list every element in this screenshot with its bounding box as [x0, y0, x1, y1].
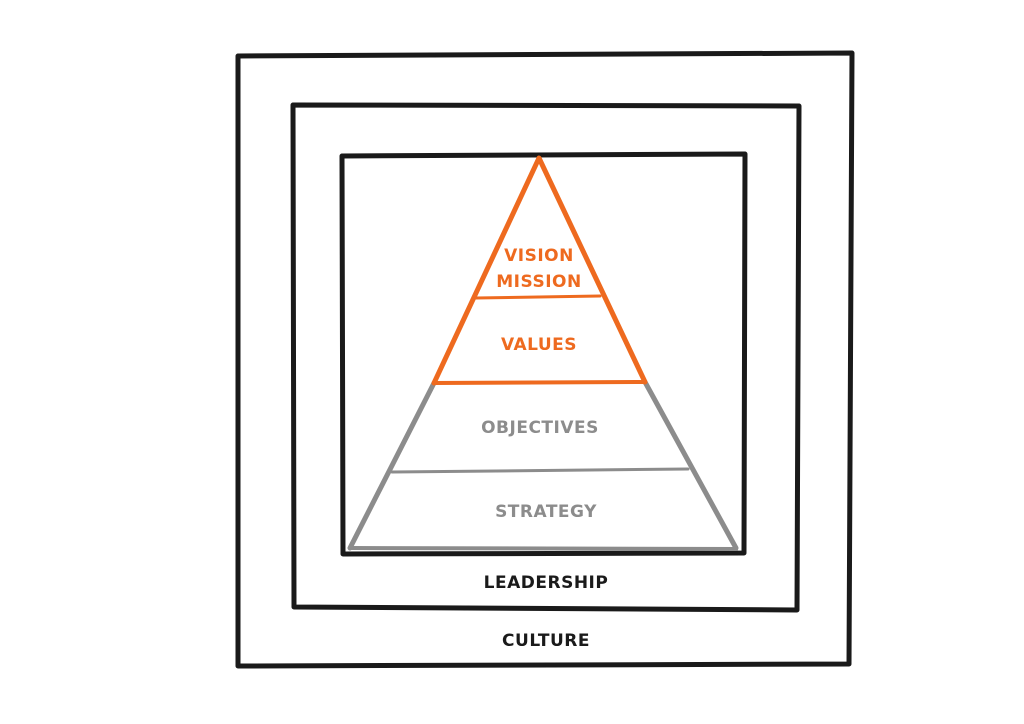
culture-frame: [235, 50, 855, 669]
strategy-label: STRATEGY: [495, 502, 597, 522]
objectives-strategy-divider: [390, 467, 690, 474]
culture-label: CULTURE: [502, 631, 590, 651]
pyramid-lower-left-edge: [347, 380, 437, 551]
values-label: VALUES: [501, 335, 577, 355]
strategy-frame: [339, 151, 748, 557]
vision-values-divider: [474, 294, 602, 300]
leadership-label: LEADERSHIP: [484, 573, 609, 593]
pyramid-upper-edges: [431, 155, 648, 386]
pyramid-base: [348, 546, 738, 551]
leadership-frame: [290, 102, 802, 613]
pyramid-lower-right-edge: [642, 379, 739, 551]
vision-label: VISION: [504, 246, 574, 266]
mission-label: MISSION: [496, 272, 581, 292]
values-objectives-divider: [432, 380, 647, 385]
objectives-label: OBJECTIVES: [481, 418, 599, 438]
